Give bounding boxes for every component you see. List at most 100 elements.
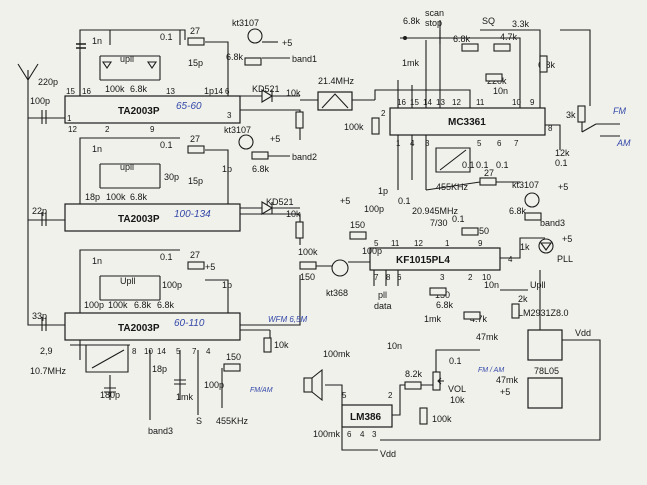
- pin-16: 16: [82, 87, 91, 96]
- mc-pin-12: 12: [452, 98, 461, 107]
- res-100k-f: 100k: [432, 414, 452, 424]
- cap-15p-1: 15p: [188, 58, 203, 68]
- res-6.8k-sq: 6.8k: [453, 34, 471, 44]
- pin-4b: 4: [206, 347, 211, 356]
- freq-21.4mhz: 21.4MHz: [318, 76, 355, 86]
- ic-lm386: LM386: [350, 412, 382, 423]
- diode-kd521-1: KD521: [240, 84, 300, 103]
- pin-13: 13: [166, 87, 175, 96]
- mc-pin-9: 9: [530, 98, 535, 107]
- res-100k-2: 100k: [106, 192, 126, 202]
- cap-47mk-b: 47mk: [496, 375, 519, 385]
- cap-10n-c: 10n: [387, 341, 402, 351]
- ta2003p-block-2: TA2003P 100-134 22p 1n upll 100k 6.8k 18…: [32, 134, 301, 245]
- lm-pin-6: 6: [347, 430, 352, 439]
- mc-pin-2: 2: [381, 109, 386, 118]
- cap-10n-a: 10n: [493, 86, 508, 96]
- mc-pin-14: 14: [423, 98, 432, 107]
- cap-100p-1: 100p: [30, 96, 50, 106]
- cap-0.1-e: 0.1: [476, 160, 489, 170]
- cap-2.9: 2,9: [40, 346, 53, 356]
- res-100k-1: 100k: [105, 84, 125, 94]
- cap-0.1-2: 0.1: [160, 140, 173, 150]
- mc-pin-8: 8: [548, 124, 553, 133]
- cap-0.1-j: 0.1: [449, 356, 462, 366]
- kf-pin-9: 9: [478, 239, 483, 248]
- led-pll-icon: [538, 238, 554, 254]
- switch-fm-label: FM: [613, 106, 626, 116]
- pin-2: 2: [105, 125, 110, 134]
- res-6.8k-g: 6.8k: [509, 206, 527, 216]
- cap-1mk-3: 1mk: [176, 392, 194, 402]
- band-note-2: 100-134: [174, 209, 211, 220]
- label-upll-2: upll: [120, 162, 134, 172]
- antenna-icon: [17, 63, 40, 326]
- label-plus5-6: +5: [340, 196, 350, 206]
- cap-47mk-a: 47mk: [476, 332, 499, 342]
- label-band3: band3: [540, 218, 565, 228]
- lm-pin-3: 3: [372, 430, 377, 439]
- ic-ta2003p-3: TA2003P: [118, 323, 160, 334]
- kf-pin-11: 11: [391, 239, 400, 248]
- cap-1n-1: 1n: [92, 36, 102, 46]
- diode-kd521-2: KD521: [240, 197, 300, 215]
- fm-am-switch[interactable]: FM AM: [581, 106, 631, 148]
- cap-1p-2: 1p: [222, 164, 232, 174]
- cap-100p-d: 100p: [364, 204, 384, 214]
- mc-pin-3: 3: [425, 139, 430, 148]
- cap-100p-e: 100p: [362, 246, 382, 256]
- pin-5b: 5: [176, 347, 181, 356]
- kf-pin-5: 5: [374, 239, 379, 248]
- cap-100mk-b: 100mk: [313, 429, 341, 439]
- res-10k-2: 10k: [286, 209, 301, 219]
- res-27-3: 27: [190, 250, 200, 260]
- cap-220p: 220p: [38, 77, 58, 87]
- res-6.8k-band1: 6.8k: [226, 52, 244, 62]
- kf1015pl4-block: KF1015PL4 5 11 12 1 9 4 7 8 6 3 2 10 pll…: [349, 186, 573, 324]
- regulator-section: Vdd 47mk 47mk 78L05 +5: [380, 270, 601, 441]
- pin-12: 12: [68, 125, 77, 134]
- lm-pin-2: 2: [388, 391, 393, 400]
- ic-ta2003p-1: TA2003P: [118, 106, 160, 117]
- pin-8: 8: [132, 347, 137, 356]
- transistor-kt368: +5 kt368 100k 150 100p: [298, 196, 382, 298]
- cap-100p-3: 100p: [162, 280, 182, 290]
- pin-3: 3: [227, 111, 232, 120]
- label-vdd-2: Vdd: [380, 449, 396, 459]
- ic-kf1015pl4: KF1015PL4: [396, 255, 450, 266]
- kf-pin-2: 2: [468, 273, 473, 282]
- cap-33p: 33p: [32, 311, 47, 321]
- label-vol: VOL: [448, 384, 466, 394]
- res-4.7k-a: 4.7k: [500, 32, 518, 42]
- label-plus5-3: +5: [205, 262, 215, 272]
- res-6.8k-band2: 6.8k: [252, 164, 270, 174]
- cap-10n-b: 10n: [484, 280, 499, 290]
- label-band1: band1: [292, 54, 317, 64]
- label-kt3107-2: kt3107: [224, 125, 251, 135]
- cap-1p-1: 1p: [204, 86, 214, 96]
- cap-0.1-3: 0.1: [160, 252, 173, 262]
- res-100k-4: 100k: [344, 122, 364, 132]
- cap-100p-2: 100p: [84, 300, 104, 310]
- kf-pin-4: 4: [508, 255, 513, 264]
- cap-1mk-a: 1mk: [402, 58, 420, 68]
- cap-1p-3: 1p: [222, 280, 232, 290]
- res-27-d: 27: [484, 168, 494, 178]
- if-filter-10.7: 2,9 10.7MHz 8 10 14 5 7 4 180p 18p band3…: [30, 340, 273, 436]
- pin-1: 1: [67, 114, 72, 123]
- ic-lm2931: LM2931Z8.0: [518, 308, 569, 318]
- cap-15p-2: 15p: [188, 176, 203, 186]
- cap-1mk-b: 1mk: [424, 314, 442, 324]
- mc-pin-6: 6: [497, 139, 502, 148]
- mc-pin-11: 11: [476, 98, 485, 107]
- res-100k-e: 100k: [298, 247, 318, 257]
- label-upll-3: Upll: [120, 276, 136, 286]
- label-upll-1: upll: [120, 54, 134, 64]
- res-150-c: 150: [474, 226, 489, 236]
- kf-pin-8: 8: [386, 273, 391, 282]
- res-8.2k: 8.2k: [405, 369, 423, 379]
- cap-30p: 30p: [164, 172, 179, 182]
- label-kt3107-3: kt3107: [512, 180, 539, 190]
- res-10k-3: 10k: [274, 340, 289, 350]
- pin-14b: 14: [157, 347, 166, 356]
